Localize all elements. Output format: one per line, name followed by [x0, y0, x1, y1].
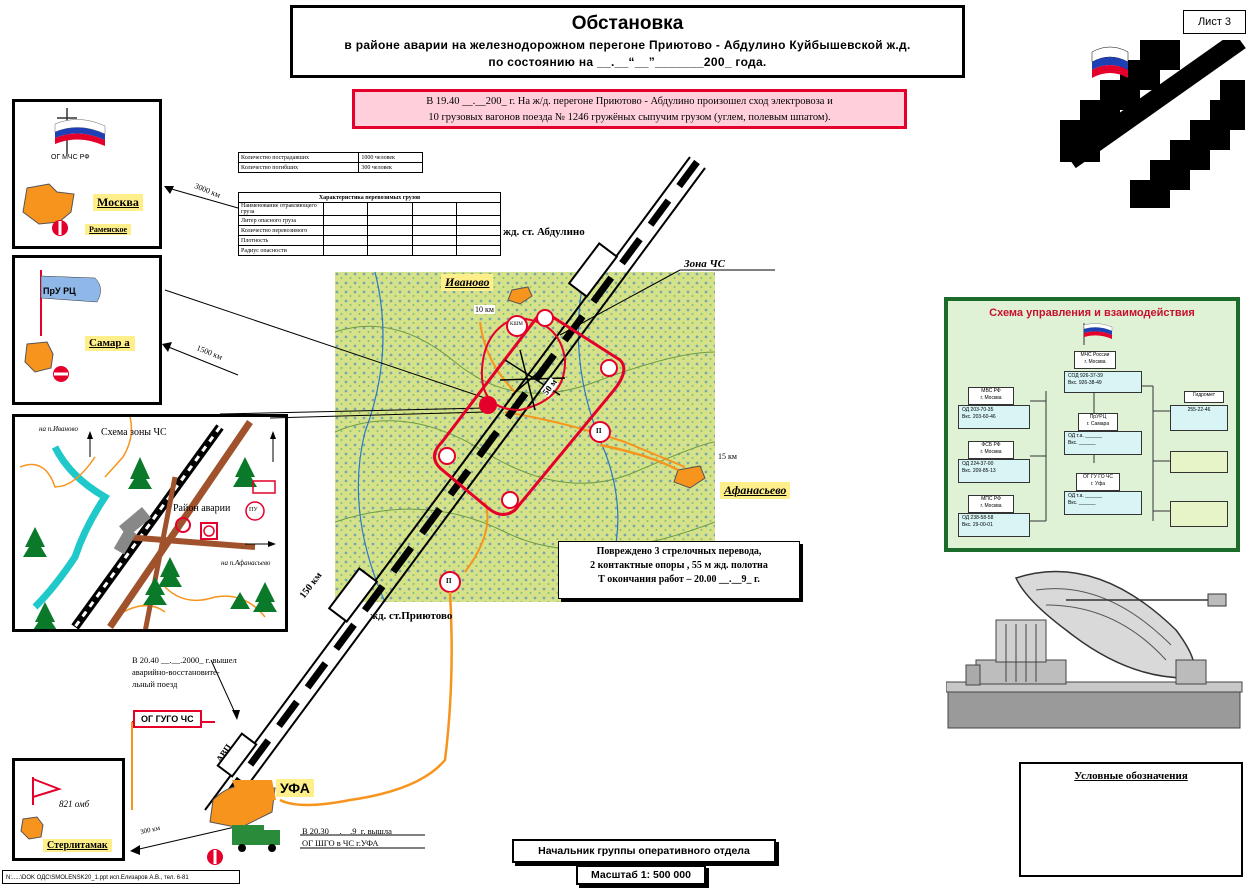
node-empty-2 [1170, 501, 1228, 527]
alert-line-2: 10 грузовых вагонов поезда № 1246 гружён… [428, 112, 831, 123]
samara-region-icon [24, 341, 54, 373]
arrow-samara-icon [162, 342, 239, 376]
samara-city: Самар а [85, 336, 135, 351]
node-empty-1 [1170, 451, 1228, 473]
mchs-flag-icon [1083, 323, 1113, 345]
node-mvs: МВС РФ г. Москва [968, 387, 1014, 405]
detachment-icon [52, 220, 68, 236]
moscow-city: Москва [93, 194, 143, 211]
scale-box: Масштаб 1: 500 000 [576, 865, 706, 885]
zone-label: Зона ЧС [684, 258, 726, 270]
moscow-base: Раменское [85, 224, 132, 235]
node-gidromet-contacts: 255-22-46 [1170, 405, 1228, 431]
node-fsb-contacts: ОД 224-37-00 Вкс. 209-85-13 [958, 459, 1030, 483]
node-mps: МПС РФ г. Москва [968, 495, 1014, 513]
satellite-dish-icon [946, 570, 1243, 729]
samara-panel: ПрУ РЦ Самар а [12, 255, 162, 405]
distance-10km: 10 км [474, 305, 495, 314]
pryutovo-station: жд. ст.Приютово [370, 610, 453, 622]
gugo-group: ОГ ГУГО ЧС [133, 710, 202, 728]
inset-mark: ПУ [249, 507, 258, 513]
zone-scheme-inset: на п.Иваново Схема зоны ЧС Район аварии … [12, 414, 288, 632]
afanasevo-label: Афанасьево [720, 482, 791, 499]
prurc-flag-icon [40, 270, 101, 336]
detachment-icon [53, 366, 69, 382]
sheet-number: Лист 3 [1183, 10, 1246, 34]
table-row: Количество погибших 300 человек [237, 162, 423, 173]
management-scheme: Схема управления и взаимодействия [944, 297, 1240, 552]
page-subtitle-2: по состоянию на __.__“__”_______200_ год… [488, 55, 767, 69]
distance-15km: 15 км [718, 452, 737, 461]
file-footer: N:.....\DOK ОДС\SMOLENSK20_1.ppt исп.Ели… [2, 870, 240, 884]
inset-to-ivanovo: на п.Иваново [39, 425, 78, 433]
sterl-detachment: 821 омб [59, 799, 90, 809]
cargo-table: Характеристика перевозимых грузов Наимен… [238, 192, 502, 256]
page-title: Обстановка [571, 13, 684, 34]
table-row: Радиус опасности [238, 245, 502, 256]
management-connectors [1030, 385, 1170, 522]
ufa-city: УФА [276, 779, 314, 797]
alert-banner: В 19.40 __.__200_ г. На ж/д. перегоне Пр… [352, 89, 907, 129]
russia-flag-icon [54, 108, 106, 154]
red-flag-icon [32, 777, 63, 805]
sterl-region-icon [20, 816, 44, 840]
p-mark-2: П [446, 577, 452, 585]
table-row: Литер опасного груза [238, 215, 502, 226]
kshm-mark: КШМ [510, 322, 523, 327]
node-mps-contacts: ОД 238-58-58 Вкс. 29-00-01 [958, 513, 1030, 537]
moscow-org: ОГ МЧС РФ [51, 154, 90, 161]
sterlitamak-panel: 821 омб Стерлитамак [12, 758, 125, 861]
node-gugochs-contacts: ОД т.а. ______ Вкс. ______ [1064, 491, 1142, 515]
node-mchs: МЧС России г. Москва [1074, 351, 1116, 369]
sterl-city: Стерлитамак [43, 839, 112, 852]
abdulino-station: жд. ст. Абдулино [503, 226, 585, 238]
moscow-panel: ОГ МЧС РФ Москва Раменское [12, 99, 162, 249]
samara-org: ПрУ РЦ [43, 286, 76, 296]
inset-accident: Район аварии [173, 503, 231, 514]
page-subtitle-1: в районе аварии на железнодорожном перег… [344, 38, 911, 52]
inset-title: Схема зоны ЧС [101, 427, 167, 438]
inset-to-afanasevo: на п.Афанасьево [221, 559, 271, 567]
node-gugochs: ОГ ГУ ГО ЧС г. Уфа [1076, 473, 1120, 491]
node-mvs-contacts: ОД 203-70-35 Вкс. 203-60-46 [958, 405, 1030, 429]
shgo-note: В 20.30 __.__.9_г. вышла ОГ ШГО в ЧС г.У… [302, 826, 392, 848]
legend-box: Условные обозначения [1019, 762, 1243, 877]
arrow-moscow-icon [164, 186, 239, 209]
node-prurc: ПрУРЦ г. Самара [1078, 413, 1118, 431]
node-prurc-contacts: ОД т.а. ______ Вкс. ______ [1064, 431, 1142, 455]
alert-line-1: В 19.40 __.__200_ г. На ж/д. перегоне Пр… [426, 96, 833, 107]
node-fsb: ФСБ РФ г. Москва [968, 441, 1014, 459]
node-mchs-contacts: СОД 926-37-39 Вкс. 926-38-49 [1064, 371, 1142, 393]
victims-table: Количество пострадавших 1000 человек Кол… [237, 152, 423, 173]
legend-title: Условные обозначения [1074, 770, 1188, 782]
flag-staircase-icon [1060, 40, 1246, 208]
chief-signature: Начальник группы оперативного отдела [512, 839, 776, 863]
train-note: В 20.40 __.__.2000_ г. вышел аварийно-во… [132, 655, 237, 689]
ivanovo-label: Иваново [441, 274, 494, 291]
management-title: Схема управления и взаимодействия [989, 307, 1195, 319]
inset-map [19, 417, 277, 629]
p-mark-1: П [596, 427, 602, 435]
moscow-region-icon [22, 183, 75, 225]
damage-note: Повреждено 3 стрелочных перевода, 2 конт… [558, 541, 800, 599]
node-gidromet: Гидромет [1184, 391, 1224, 403]
title-block: Обстановка в районе аварии на железнодор… [290, 5, 965, 78]
